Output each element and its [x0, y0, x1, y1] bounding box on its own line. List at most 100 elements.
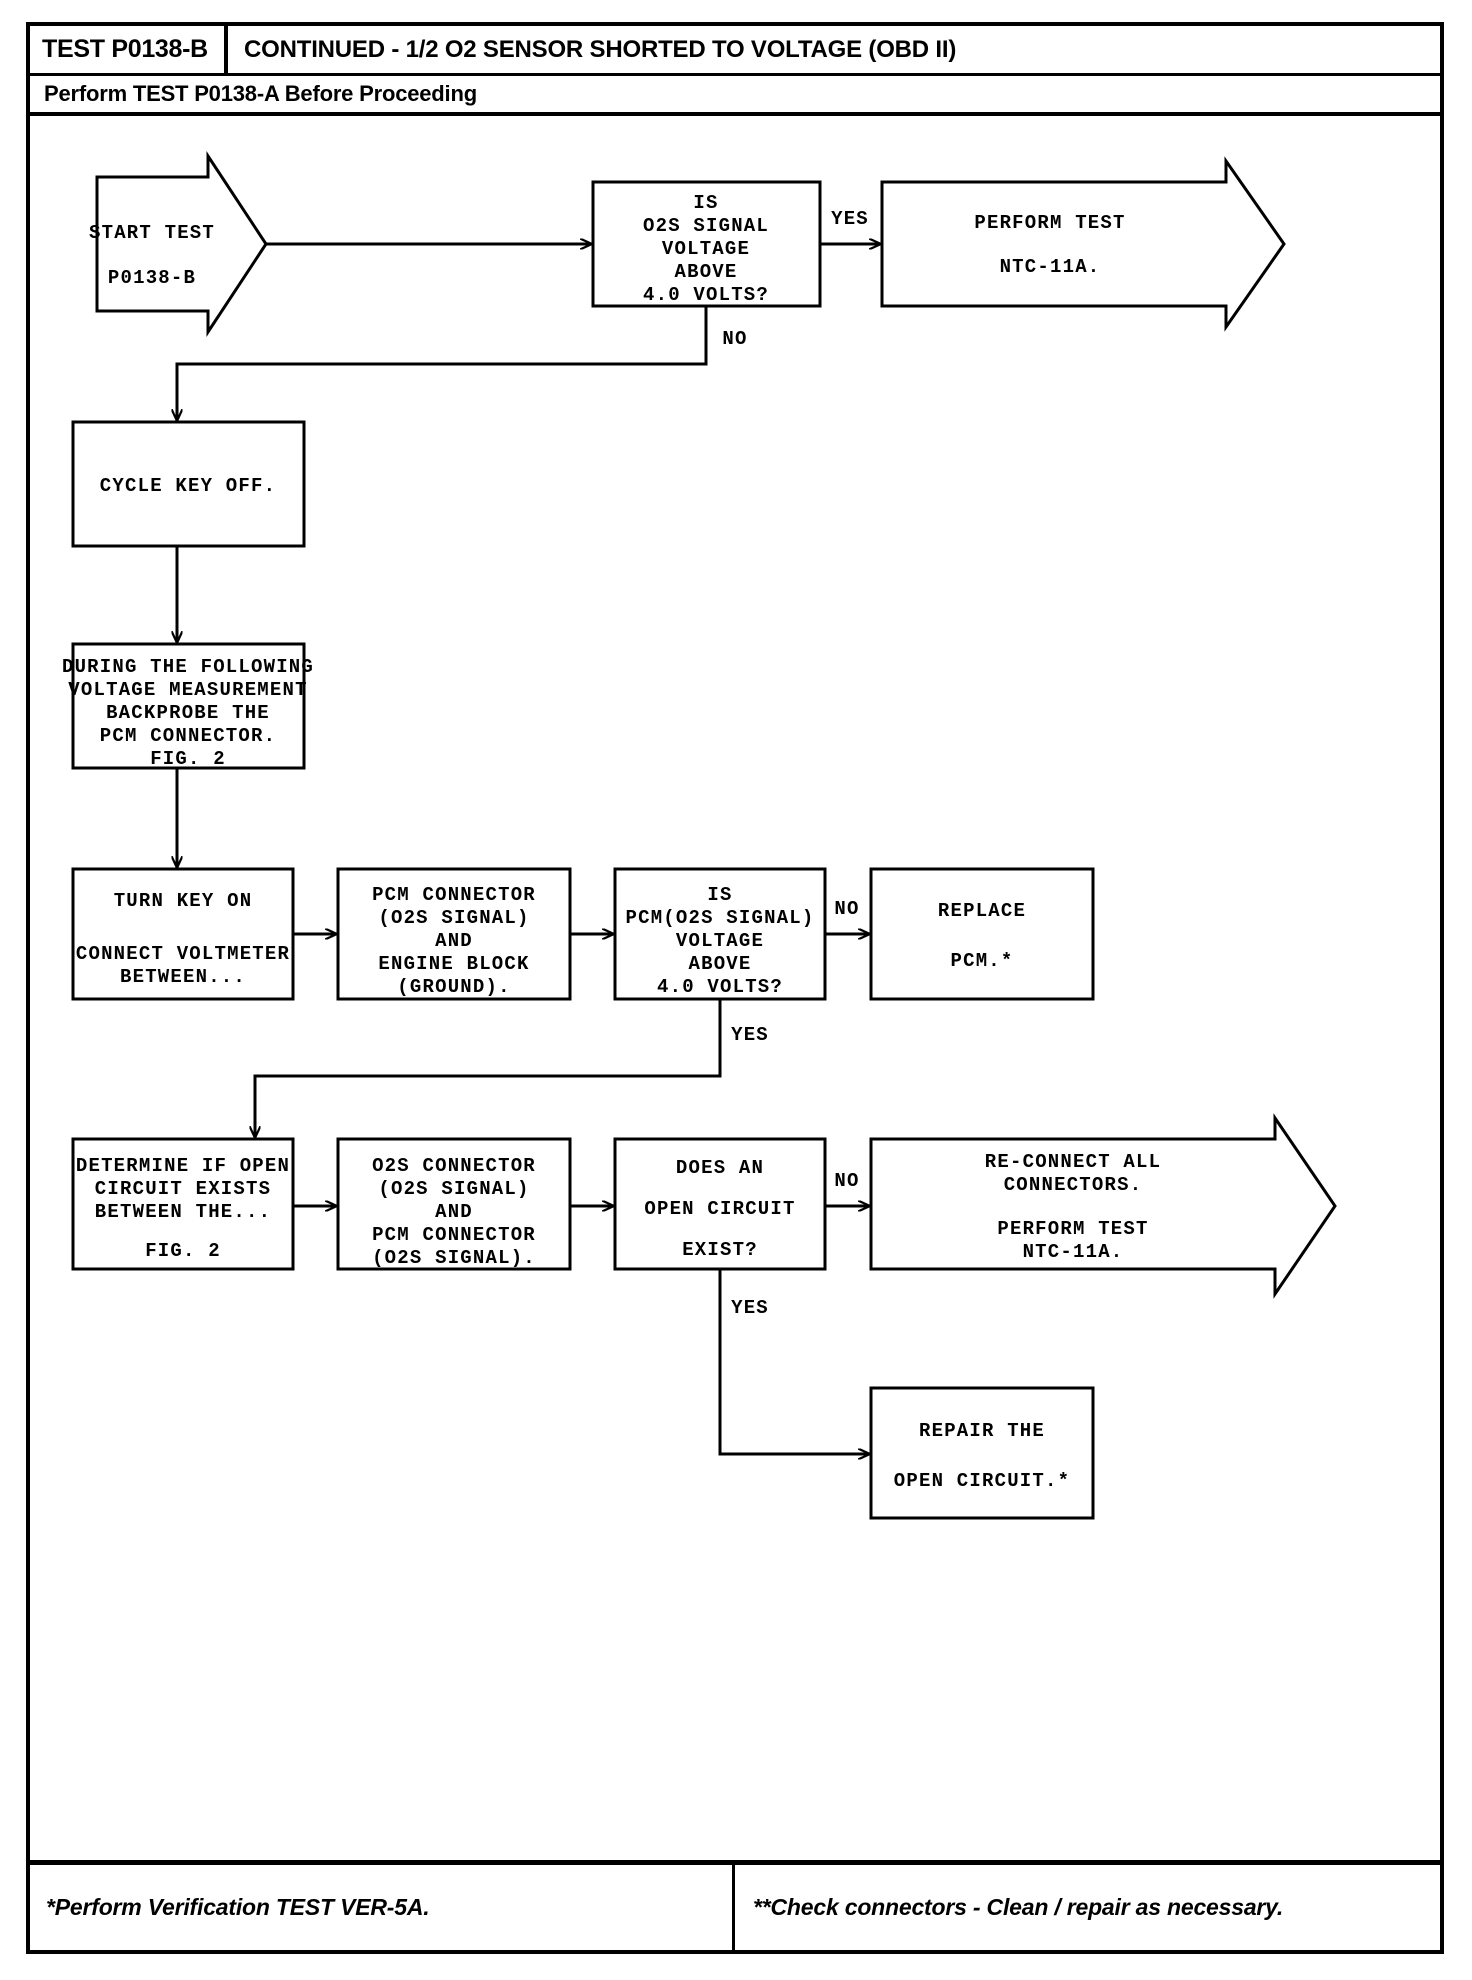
ntc11a-top-shape	[880, 156, 1286, 332]
q3-line-2: OPEN CIRCUIT	[644, 1198, 795, 1220]
node-q1-o2s-voltage[interactable]: IS O2S SIGNAL VOLTAGE ABOVE 4.0 VOLTS?	[591, 180, 822, 308]
edge-layer	[177, 244, 881, 1454]
pcmconn-line-1: PCM CONNECTOR	[372, 884, 536, 906]
flowchart-svg: YES NO NO YES NO YES START TEST P0138-B	[62, 150, 1337, 1520]
q3-box	[613, 1137, 827, 1271]
page-title: CONTINUED - 1/2 O2 SENSOR SHORTED TO VOL…	[244, 35, 957, 63]
node-o2s-connector[interactable]: O2S CONNECTOR (O2S SIGNAL) AND PCM CONNE…	[336, 1137, 572, 1271]
backprobe-line-4: PCM CONNECTOR.	[100, 725, 276, 747]
pcmconn-line-2: (O2S SIGNAL)	[378, 907, 529, 929]
ntc11a-top-line-1: PERFORM TEST	[974, 212, 1125, 234]
reconnect-line-3: PERFORM TEST	[997, 1218, 1148, 1240]
edge-label-yes-3: YES	[731, 1297, 769, 1319]
reconnect-line-1: RE-CONNECT ALL	[985, 1151, 1161, 1173]
repair-line-1: REPAIR THE	[919, 1420, 1045, 1442]
pcmconn-line-5: (GROUND).	[397, 976, 510, 998]
flowchart-canvas: YES NO NO YES NO YES START TEST P0138-B	[30, 116, 1440, 1864]
turnkey-line-1: TURN KEY ON	[114, 890, 253, 912]
pcmconn-box	[336, 867, 572, 1001]
backprobe-line-5: FIG. 2	[150, 748, 226, 770]
edge-label-no-3: NO	[834, 1170, 859, 1192]
edge-q1-to-cyclekey	[177, 306, 708, 421]
node-replace-pcm[interactable]: REPLACE PCM.*	[869, 867, 1095, 1001]
node-repair-open-circuit[interactable]: REPAIR THE OPEN CIRCUIT.*	[869, 1386, 1095, 1520]
node-cycle-key-off[interactable]: CYCLE KEY OFF.	[71, 420, 306, 548]
replacepcm-box	[869, 867, 1095, 1001]
q1-line-4: ABOVE	[674, 261, 737, 283]
test-id-label: TEST P0138-B	[42, 35, 208, 63]
edge-label-layer: YES NO NO YES NO YES	[722, 208, 869, 1319]
o2sconn-line-2: (O2S SIGNAL)	[378, 1178, 529, 1200]
node-backprobe-instructions[interactable]: DURING THE FOLLOWING VOLTAGE MEASUREMENT…	[62, 642, 314, 770]
determine-line-3: BETWEEN THE...	[95, 1201, 271, 1223]
q2-line-4: ABOVE	[688, 953, 751, 975]
edge-q3-to-repair	[718, 1270, 870, 1454]
cyclekey-line-1: CYCLE KEY OFF.	[100, 475, 276, 497]
node-reconnect-all-connectors[interactable]: RE-CONNECT ALL CONNECTORS. PERFORM TEST …	[869, 1113, 1337, 1299]
turnkey-line-3: BETWEEN...	[120, 966, 246, 988]
q1-line-1: IS	[693, 192, 718, 214]
edge-q2-to-determine	[255, 998, 722, 1138]
footer-bar: *Perform Verification TEST VER-5A. **Che…	[30, 1860, 1440, 1950]
header-bar: TEST P0138-B CONTINUED - 1/2 O2 SENSOR S…	[30, 26, 1440, 76]
o2sconn-line-5: (O2S SIGNAL).	[372, 1247, 536, 1269]
determine-line-2: CIRCUIT EXISTS	[95, 1178, 271, 1200]
test-id-cell: TEST P0138-B	[30, 26, 228, 73]
ntc11a-top-line-2: NTC-11A.	[1000, 256, 1101, 278]
backprobe-line-1: DURING THE FOLLOWING	[62, 656, 314, 678]
node-q2-pcm-voltage[interactable]: IS PCM(O2S SIGNAL) VOLTAGE ABOVE 4.0 VOL…	[613, 867, 827, 1001]
q2-line-5: 4.0 VOLTS?	[657, 976, 783, 998]
backprobe-line-3: BACKPROBE THE	[106, 702, 270, 724]
repair-box	[869, 1386, 1095, 1520]
start-test-line-1: START TEST	[89, 222, 215, 244]
q1-line-3: VOLTAGE	[662, 238, 750, 260]
turnkey-box	[71, 867, 295, 1001]
replacepcm-line-2: PCM.*	[950, 950, 1013, 972]
reconnect-shape	[869, 1113, 1337, 1299]
q2-line-3: VOLTAGE	[676, 930, 764, 952]
q2-line-1: IS	[707, 884, 732, 906]
q3-line-3: EXIST?	[682, 1239, 758, 1261]
header-title-cell: CONTINUED - 1/2 O2 SENSOR SHORTED TO VOL…	[228, 26, 1440, 73]
node-q3-open-circuit-exists[interactable]: DOES AN OPEN CIRCUIT EXIST?	[613, 1137, 827, 1271]
backprobe-line-2: VOLTAGE MEASUREMENT	[68, 679, 307, 701]
q2-box	[613, 867, 827, 1001]
replacepcm-line-1: REPLACE	[938, 900, 1026, 922]
node-perform-test-ntc11a-top[interactable]: PERFORM TEST NTC-11A.	[880, 156, 1286, 332]
reconnect-line-2: CONNECTORS.	[1004, 1174, 1143, 1196]
footer-left-note: *Perform Verification TEST VER-5A.	[46, 1894, 430, 1920]
backprobe-box	[71, 642, 306, 770]
subheader-bar: Perform TEST P0138-A Before Proceeding	[30, 76, 1440, 116]
determine-line-4: FIG. 2	[145, 1240, 221, 1262]
determine-box	[71, 1137, 295, 1271]
pcmconn-line-3: AND	[435, 930, 473, 952]
node-turn-key-on[interactable]: TURN KEY ON CONNECT VOLTMETER BETWEEN...	[71, 867, 295, 1001]
start-test-line-2: P0138-B	[108, 267, 196, 289]
repair-line-2: OPEN CIRCUIT.*	[894, 1470, 1070, 1492]
subheader-label: Perform TEST P0138-A Before Proceeding	[44, 81, 477, 106]
determine-line-1: DETERMINE IF OPEN	[76, 1155, 290, 1177]
node-pcm-connector[interactable]: PCM CONNECTOR (O2S SIGNAL) AND ENGINE BL…	[336, 867, 572, 1001]
footer-right-note: **Check connectors - Clean / repair as n…	[753, 1894, 1284, 1920]
edge-label-yes-2: YES	[731, 1024, 769, 1046]
q1-box	[591, 180, 822, 308]
node-start-test[interactable]: START TEST P0138-B	[89, 150, 268, 338]
q1-line-5: 4.0 VOLTS?	[643, 284, 769, 306]
o2sconn-line-3: AND	[435, 1201, 473, 1223]
q1-line-2: O2S SIGNAL	[643, 215, 769, 237]
q3-line-1: DOES AN	[676, 1157, 764, 1179]
reconnect-line-4: NTC-11A.	[1023, 1241, 1124, 1263]
o2sconn-line-4: PCM CONNECTOR	[372, 1224, 536, 1246]
q2-line-2: PCM(O2S SIGNAL)	[625, 907, 814, 929]
node-determine-open-circuit[interactable]: DETERMINE IF OPEN CIRCUIT EXISTS BETWEEN…	[71, 1137, 295, 1271]
start-test-shape	[95, 150, 268, 338]
pcmconn-line-4: ENGINE BLOCK	[378, 953, 529, 975]
o2sconn-line-1: O2S CONNECTOR	[372, 1155, 536, 1177]
turnkey-line-2: CONNECT VOLTMETER	[76, 943, 290, 965]
edge-label-no-2: NO	[834, 898, 859, 920]
edge-label-yes-1: YES	[831, 208, 869, 230]
document-sheet: TEST P0138-B CONTINUED - 1/2 O2 SENSOR S…	[26, 22, 1444, 1954]
edge-label-no-1: NO	[722, 328, 747, 350]
footer-left-cell: *Perform Verification TEST VER-5A.	[30, 1865, 735, 1950]
